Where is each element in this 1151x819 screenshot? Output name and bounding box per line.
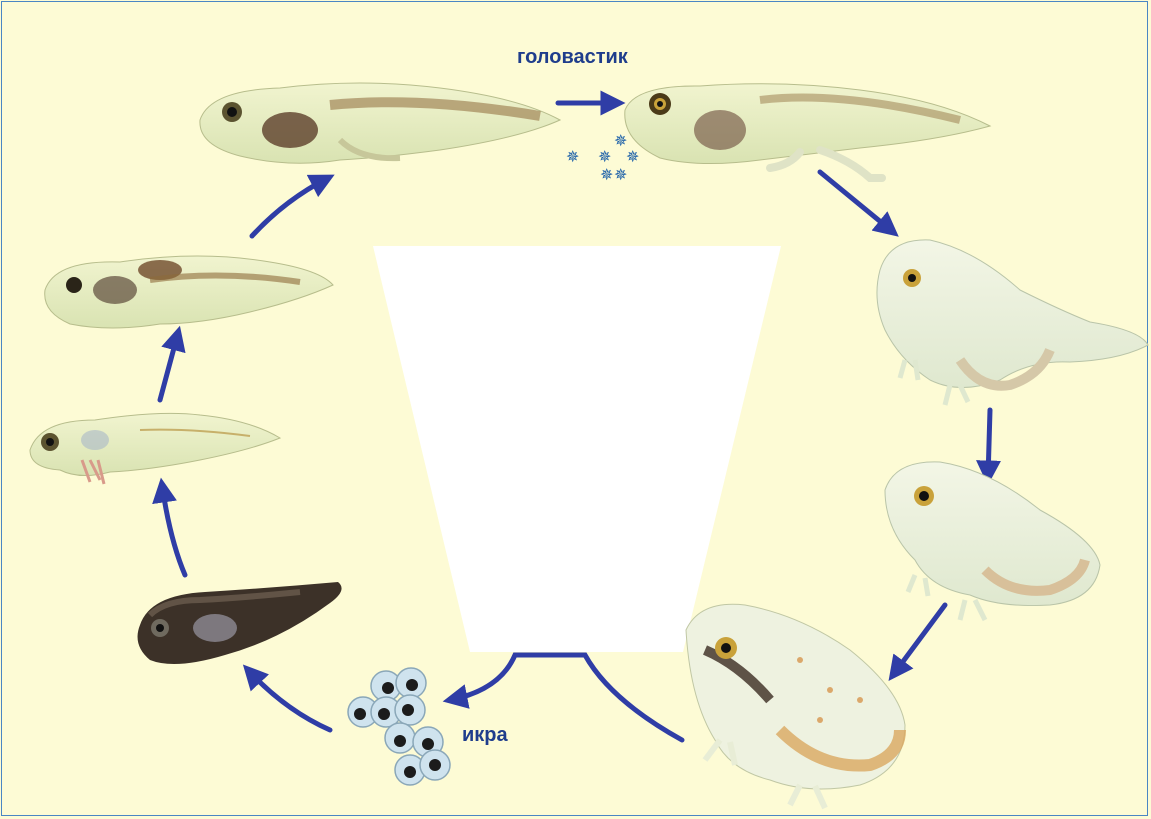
svg-text:✵: ✵ [614,165,627,184]
svg-text:✵: ✵ [626,147,639,166]
arrow-young-tadpole-to-tadpole [160,333,178,400]
tadpole-label: головастик [517,46,628,69]
eggs-illustration [348,668,450,785]
arrow-eggs-to-embryo [248,670,330,730]
svg-text:✵: ✵ [566,147,579,166]
eggs-label: икра [462,724,508,747]
svg-text:✵: ✵ [598,147,611,166]
arrow-froglet-to-young-frog [988,410,990,478]
tadpole-illustration [45,256,333,328]
arrow-embryo-to-young-tadpole [162,485,185,575]
young-tadpole-illustration [30,413,280,484]
svg-text:✵: ✵ [600,165,613,184]
adult-frog-illustration [686,604,905,808]
arrow-tadpole-to-large-tadpole [252,178,328,236]
tadpole-with-legs-illustration [625,84,990,178]
arrow-young-frog-to-adult-frog [893,605,945,675]
froglet-with-tail-illustration [877,240,1148,405]
large-tadpole-illustration [200,83,560,163]
young-frog-illustration [885,462,1100,620]
embryo-illustration [138,582,342,664]
center-blank-area [373,246,781,652]
sparkle-icons: ✵ ✵ ✵ ✵ ✵ ✵ [566,131,639,184]
